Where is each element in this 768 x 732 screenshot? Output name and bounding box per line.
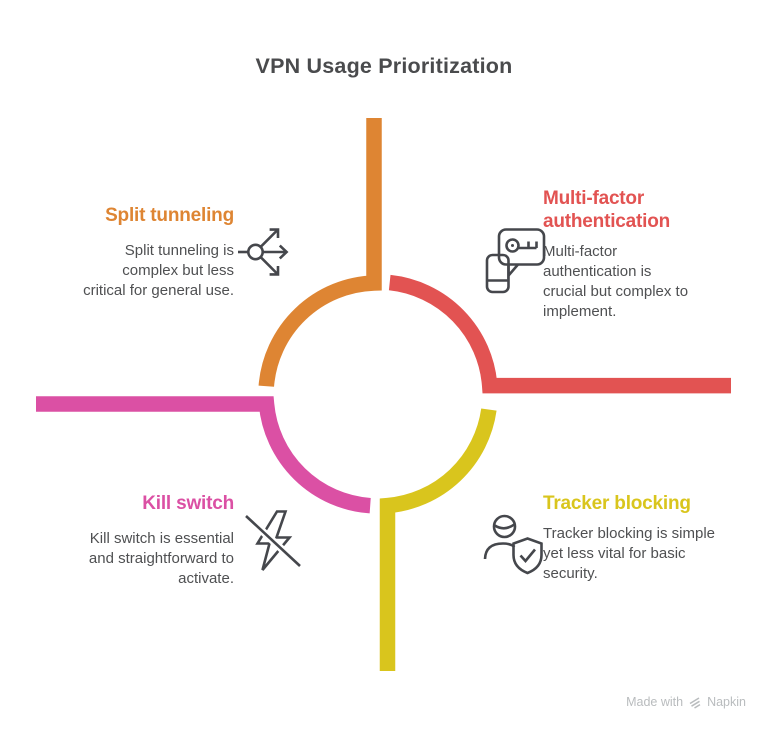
- multi-factor-description: Multi-factor authentication is crucial b…: [543, 243, 689, 320]
- kill-switch-heading: Kill switch: [142, 493, 234, 514]
- made-with-napkin-link[interactable]: Made with Napkin: [626, 695, 746, 709]
- quadrant-kill-switch: Kill switch Kill switch is essential and…: [14, 492, 234, 589]
- made-with-label: Made with: [626, 695, 684, 709]
- tracker-blocking-heading: Tracker blocking: [543, 493, 691, 514]
- quadrant-multi-factor: Multi-factor authentication Multi-factor…: [543, 187, 753, 322]
- kill-switch-arm: [36, 396, 371, 514]
- napkin-logo-icon: [689, 697, 701, 709]
- flash-off-icon: [244, 510, 302, 571]
- split-arrows-icon: [238, 228, 289, 276]
- tracker-blocking-description: Tracker blocking is simple yet less vita…: [543, 525, 715, 582]
- napkin-brand-label: Napkin: [707, 695, 746, 709]
- split-tunneling-heading: Split tunneling: [105, 205, 234, 226]
- quadrant-tracker-blocking: Tracker blocking Tracker blocking is sim…: [543, 492, 753, 584]
- page-title: VPN Usage Prioritization: [255, 54, 513, 78]
- tracker-blocking-arm: [379, 408, 497, 671]
- user-shield-check-icon: [483, 514, 543, 575]
- multi-factor-heading: Multi-factor authentication: [543, 188, 671, 232]
- otp-key-phone-icon: [485, 228, 546, 294]
- kill-switch-description: Kill switch is essential and straightfor…: [88, 530, 234, 587]
- split-tunneling-description: Split tunneling is complex but less crit…: [83, 242, 234, 299]
- quadrant-split-tunneling: Split tunneling Split tunneling is compl…: [14, 204, 234, 301]
